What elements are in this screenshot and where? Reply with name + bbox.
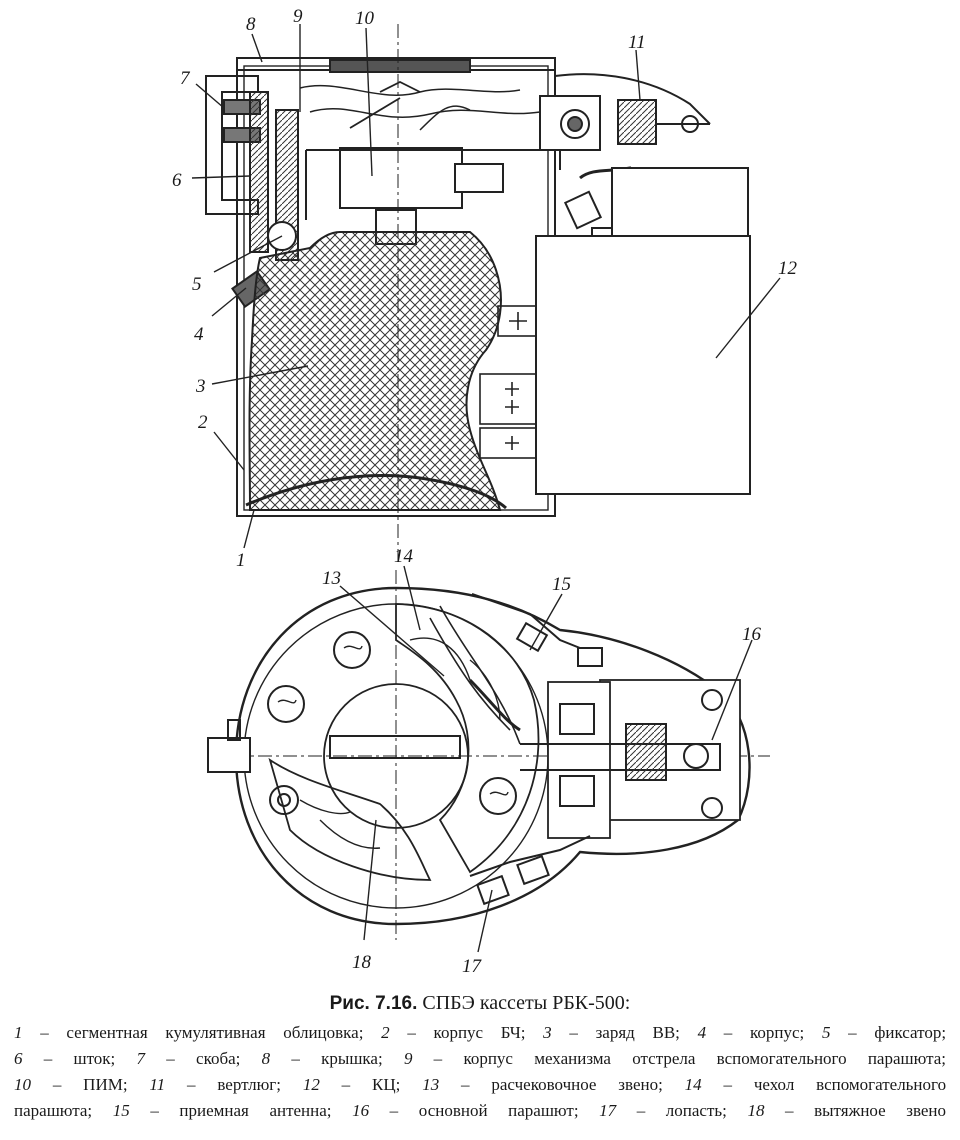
rod [249, 91, 269, 253]
label-5: 5 [192, 274, 202, 295]
caption-line-4: парашюта; 15 – приемная антенна; 16 – ос… [14, 1101, 947, 1120]
pim-block [339, 147, 463, 209]
label-18: 18 [352, 952, 372, 973]
figure-number: Рис. 7.16. [329, 993, 418, 1014]
liner [245, 474, 507, 510]
label-7: 7 [180, 68, 191, 89]
labels-top: 8 9 10 11 12 7 6 5 4 3 2 1 [172, 6, 798, 571]
label-6: 6 [172, 170, 182, 191]
label-11: 11 [628, 32, 646, 53]
label-13: 13 [322, 568, 341, 589]
section-view [191, 24, 781, 560]
label-8: 8 [246, 14, 256, 35]
kc-unit [535, 235, 751, 495]
label-12: 12 [778, 258, 798, 279]
leader-lines-top [191, 24, 781, 549]
bracket [205, 75, 259, 215]
caption-title: Рис. 7.16. СПБЭ кассеты РБК-500: [0, 992, 960, 1015]
label-15: 15 [552, 574, 571, 595]
label-17: 17 [462, 956, 483, 977]
label-2: 2 [198, 412, 208, 433]
label-4: 4 [194, 324, 204, 345]
label-10: 10 [355, 8, 375, 29]
main-parachute-pack [599, 679, 741, 821]
label-14: 14 [394, 546, 414, 567]
caption-line-3: 10 – ПИМ; 11 – вертлюг; 12 – КЦ; 13 – ра… [14, 1075, 947, 1094]
label-3: 3 [195, 376, 206, 397]
label-16: 16 [742, 624, 762, 645]
explosive-charge [248, 231, 502, 511]
label-9: 9 [293, 6, 303, 27]
labels-bottom: 13 14 15 16 17 18 [322, 546, 762, 977]
caption-line-2: 6 – шток; 7 – скоба; 8 – крышка; 9 – кор… [14, 1049, 946, 1068]
leader-lines-bottom [339, 565, 753, 953]
figure-title: СПБЭ кассеты РБК-500: [422, 992, 631, 1014]
plan-view [207, 565, 770, 953]
technical-drawing: 8 9 10 11 12 7 6 5 4 3 2 1 [172, 6, 798, 977]
caption-line-1: 1 – сегментная кумулятивная облицовка; 2… [14, 1023, 947, 1042]
figure-caption: Рис. 7.16. СПБЭ кассеты РБК-500: 1 – сег… [0, 990, 960, 1140]
label-1: 1 [236, 550, 246, 571]
